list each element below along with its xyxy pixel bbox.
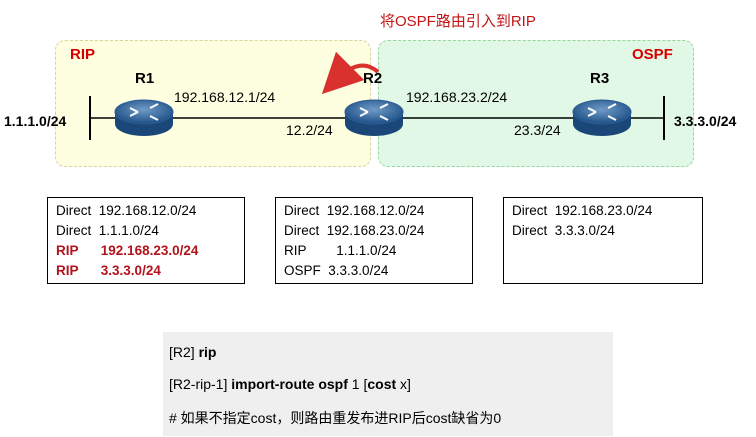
command-line-2: [R2-rip-1] import-route ospf 1 [cost x] — [169, 376, 411, 392]
redistribute-arrow — [321, 51, 380, 95]
right-network-label: 3.3.3.0/24 — [674, 113, 737, 129]
command-text: import-route ospf — [231, 376, 348, 392]
ospf-zone-label: OSPF — [632, 46, 673, 63]
route-prefix: 192.168.12.0/24 — [326, 203, 425, 218]
rip-zone — [55, 40, 371, 167]
route-proto: RIP — [284, 243, 307, 258]
command-box: [R2] rip [R2-rip-1] import-route ospf 1 … — [163, 332, 613, 436]
table-row: OSPF 3.3.3.0/24 — [284, 261, 464, 281]
router-r2-icon — [344, 99, 404, 136]
r1-routing-table: Direct 192.168.12.0/24 Direct 1.1.1.0/24… — [47, 197, 245, 284]
r2-routing-table: Direct 192.168.12.0/24 Direct 192.168.23… — [275, 197, 473, 284]
command-arg: 1 [ — [347, 376, 368, 392]
route-proto: Direct — [56, 223, 92, 238]
route-prefix: 1.1.1.0/24 — [336, 243, 397, 258]
route-prefix: 3.3.3.0/24 — [328, 263, 389, 278]
r3-left-if-label: 23.3/24 — [514, 122, 561, 138]
ospf-zone — [378, 40, 694, 167]
route-proto: RIP — [56, 243, 79, 258]
router-r3-icon — [572, 99, 632, 136]
command-text: rip — [198, 344, 217, 360]
command-tail: x] — [396, 376, 411, 392]
table-row: Direct 3.3.3.0/24 — [512, 221, 694, 241]
table-row: Direct 192.168.12.0/24 — [284, 201, 464, 221]
r1-r2-ip-label: 192.168.12.1/24 — [174, 89, 276, 105]
prompt: [R2-rip-1] — [169, 376, 232, 392]
route-prefix: 1.1.1.0/24 — [98, 223, 159, 238]
route-proto: Direct — [512, 223, 548, 238]
table-row: Direct 1.1.1.0/24 — [56, 221, 236, 241]
route-prefix: 192.168.23.0/24 — [554, 203, 653, 218]
route-prefix: 192.168.23.0/24 — [100, 243, 199, 258]
route-prefix: 192.168.12.0/24 — [98, 203, 197, 218]
table-row: Direct 192.168.12.0/24 — [56, 201, 236, 221]
route-proto: Direct — [284, 223, 320, 238]
table-row: RIP 3.3.3.0/24 — [56, 261, 236, 281]
router-r2-label: R2 — [363, 70, 383, 87]
router-r3-label: R3 — [590, 70, 610, 87]
r2-left-if-label: 12.2/24 — [286, 122, 333, 138]
route-proto: RIP — [56, 263, 79, 278]
left-network-label: 1.1.1.0/24 — [4, 113, 67, 129]
diagram-title: 将OSPF路由引入到RIP — [380, 13, 536, 30]
command-line-1: [R2] rip — [169, 344, 216, 360]
rip-zone-label: RIP — [70, 46, 96, 63]
prompt: [R2] — [169, 344, 199, 360]
route-proto: OSPF — [284, 263, 321, 278]
router-r1-label: R1 — [135, 70, 155, 87]
r3-routing-table: Direct 192.168.23.0/24 Direct 3.3.3.0/24 — [503, 197, 703, 284]
r2-r3-ip-label: 192.168.23.2/24 — [406, 89, 508, 105]
topology-lines — [89, 51, 665, 140]
table-row: Direct 192.168.23.0/24 — [512, 201, 694, 221]
router-r1-icon — [114, 99, 174, 136]
route-prefix: 192.168.23.0/24 — [326, 223, 425, 238]
command-comment: # 如果不指定cost，则路由重发布进RIP后cost缺省为0 — [169, 410, 502, 426]
table-row: RIP 192.168.23.0/24 — [56, 241, 236, 261]
route-proto: Direct — [512, 203, 548, 218]
route-proto: Direct — [56, 203, 92, 218]
route-prefix: 3.3.3.0/24 — [100, 263, 161, 278]
table-row: RIP 1.1.1.0/24 — [284, 241, 464, 261]
route-proto: Direct — [284, 203, 320, 218]
table-row: Direct 192.168.23.0/24 — [284, 221, 464, 241]
route-prefix: 3.3.3.0/24 — [554, 223, 615, 238]
command-keyword: cost — [367, 376, 397, 392]
